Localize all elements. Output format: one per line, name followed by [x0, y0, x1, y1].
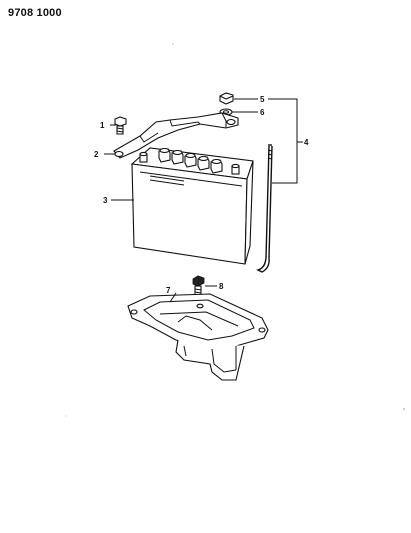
battery-terminals	[139, 151, 240, 175]
callout-5: 5	[260, 95, 265, 104]
callout-8: 8	[219, 282, 224, 291]
nut-part-5	[219, 92, 234, 105]
diagram-reference-number: 9708 1000	[8, 7, 62, 19]
scan-specks	[65, 43, 405, 417]
callout-labels: 1 2 3 4 5 6 7 8	[94, 95, 309, 295]
callout-2: 2	[94, 150, 99, 159]
bolt-part-1	[114, 116, 127, 135]
hold-down-bolt-part-4	[256, 144, 273, 273]
battery-vent-caps	[158, 147, 223, 174]
hold-down-bracket-part-2	[113, 112, 239, 159]
callout-4: 4	[304, 138, 309, 147]
tray-bolt-part-8	[192, 275, 205, 296]
callout-6: 6	[260, 108, 265, 117]
leader-lines	[104, 98, 303, 303]
callout-7: 7	[166, 286, 171, 295]
battery-part-3	[130, 147, 254, 265]
callout-1: 1	[100, 121, 105, 130]
battery-tray-part-7	[127, 293, 269, 381]
callout-3: 3	[103, 196, 108, 205]
